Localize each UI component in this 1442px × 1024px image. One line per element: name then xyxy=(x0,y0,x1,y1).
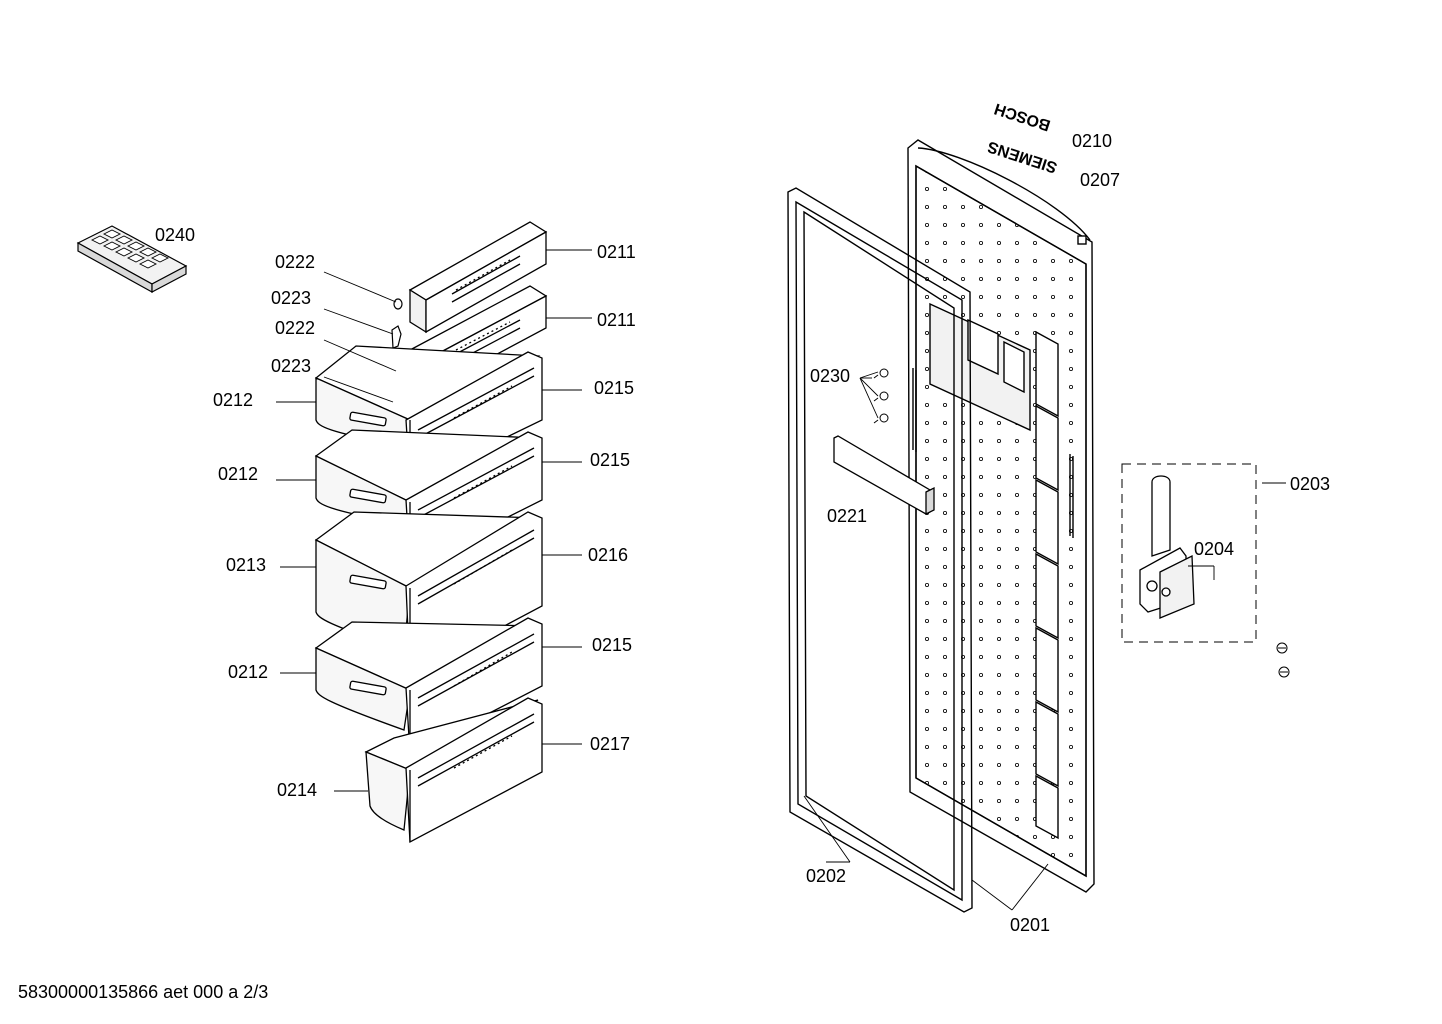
door-liner xyxy=(907,139,1095,893)
callout-0207: 0207 xyxy=(1080,170,1121,190)
hinge-screws xyxy=(1276,642,1290,678)
callout-0203: 0203 xyxy=(1290,474,1331,494)
callout-0223-a: 0223 xyxy=(271,288,312,308)
callout-0240: 0240 xyxy=(155,225,196,245)
callout-0201: 0201 xyxy=(1010,915,1051,935)
callout-0215-b: 0215 xyxy=(590,450,631,470)
flap-upper xyxy=(408,221,548,334)
callout-0211-a: 0211 xyxy=(597,242,636,262)
callout-0222-a: 0222 xyxy=(275,252,316,272)
drawer-4 xyxy=(314,617,543,756)
drawer-5-small xyxy=(364,697,543,844)
callout-0212-c: 0212 xyxy=(228,662,269,682)
leader-lines-right xyxy=(803,371,1286,911)
document-reference: 58300000135866 aet 000 a 2/3 xyxy=(18,982,269,1002)
callout-0223-b: 0223 xyxy=(271,356,312,376)
brand-emblems: BOSCH SIEMENS xyxy=(985,100,1059,176)
callout-0214: 0214 xyxy=(277,780,318,800)
screws-0230 xyxy=(873,368,889,424)
callout-0215-a: 0215 xyxy=(594,378,635,398)
leader-lines-left xyxy=(276,249,592,792)
callout-0216: 0216 xyxy=(588,545,629,565)
callout-0230: 0230 xyxy=(810,366,851,386)
callout-0212-b: 0212 xyxy=(218,464,259,484)
callout-0215-c: 0215 xyxy=(592,635,633,655)
callout-0222-b: 0222 xyxy=(275,318,316,338)
callout-0221: 0221 xyxy=(827,506,868,526)
hinge-assembly xyxy=(1121,463,1257,643)
door-gasket xyxy=(787,187,973,913)
callout-0211-b: 0211 xyxy=(597,310,636,330)
ice-tray xyxy=(76,225,188,294)
callout-0213: 0213 xyxy=(226,555,267,575)
door-handle-bar xyxy=(833,435,935,516)
callout-0210: 0210 xyxy=(1072,131,1113,151)
callout-0202: 0202 xyxy=(806,866,847,886)
bosch-emblem-text: BOSCH xyxy=(992,100,1052,134)
siemens-emblem-text: SIEMENS xyxy=(985,137,1059,176)
callout-0217: 0217 xyxy=(590,734,631,754)
callout-0212-a: 0212 xyxy=(213,390,254,410)
callout-0204: 0204 xyxy=(1194,539,1235,559)
